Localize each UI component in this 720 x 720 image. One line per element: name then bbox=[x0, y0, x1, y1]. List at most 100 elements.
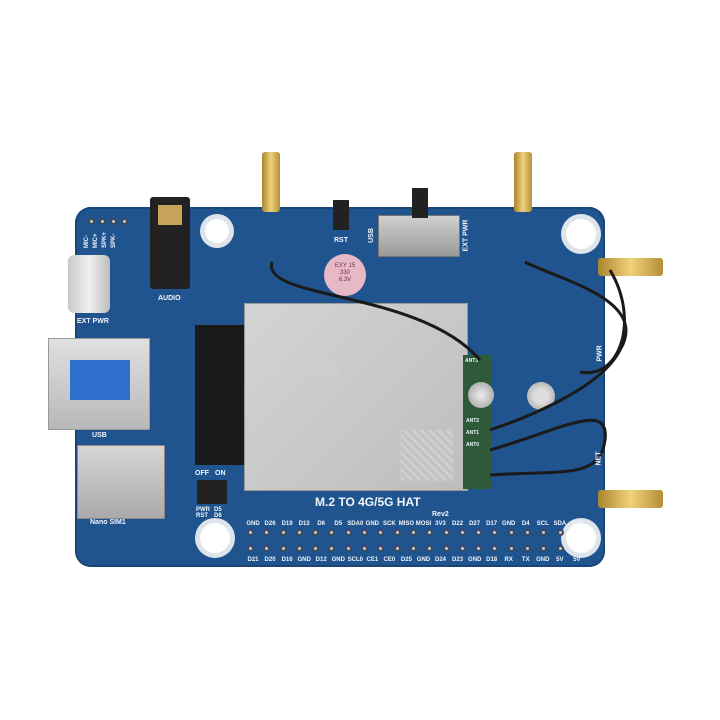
header-pin bbox=[328, 545, 336, 552]
header-pin bbox=[426, 545, 434, 552]
switch-off-label: OFF bbox=[195, 470, 209, 477]
usb-c-port bbox=[68, 255, 110, 313]
pin-label: D19 bbox=[281, 521, 293, 527]
header-pin bbox=[540, 545, 548, 552]
header-pin bbox=[524, 529, 532, 536]
pin-label: GND bbox=[365, 521, 379, 527]
header-pin bbox=[426, 529, 434, 536]
header-pin bbox=[458, 529, 466, 536]
rst-label: RST bbox=[334, 237, 348, 244]
label-d6: D6 bbox=[214, 513, 222, 519]
header-row bbox=[247, 545, 587, 552]
reset-button[interactable] bbox=[333, 200, 349, 230]
header-pin bbox=[393, 545, 401, 552]
capacitor-line1: EXY 15 bbox=[334, 263, 356, 269]
qr-code bbox=[400, 429, 454, 481]
antenna-strip bbox=[463, 355, 491, 489]
capacitor: EXY 15 330 6.3V bbox=[324, 254, 366, 296]
pin-label: SDA0 bbox=[347, 521, 364, 527]
audio-label: AUDIO bbox=[158, 295, 181, 302]
net-led-label: NET bbox=[595, 451, 603, 466]
dip-switch[interactable] bbox=[197, 480, 227, 504]
board-revision: Rev2 bbox=[432, 511, 449, 518]
pin-label: SCL0 bbox=[347, 557, 363, 563]
capacitor-line3: 6.3V bbox=[338, 277, 352, 283]
ant2-label: ANT2 bbox=[466, 418, 480, 424]
sma-connector-top-left bbox=[262, 152, 280, 212]
board-title: M.2 TO 4G/5G HAT bbox=[315, 495, 421, 509]
header-pin bbox=[556, 529, 564, 536]
header-pin bbox=[377, 545, 385, 552]
header-pin bbox=[263, 545, 271, 552]
mounting-hole bbox=[205, 219, 229, 243]
pin-label: CE1 bbox=[366, 557, 379, 563]
pin-label: 5V bbox=[556, 557, 564, 563]
pin-label: D26 bbox=[264, 521, 276, 527]
pin-label: D20 bbox=[264, 557, 276, 563]
header-pin bbox=[491, 545, 499, 552]
pin-label: GND bbox=[467, 557, 482, 563]
header-pin bbox=[442, 529, 450, 536]
pin-label: SCK bbox=[383, 521, 396, 527]
pin-label: 5V bbox=[573, 557, 581, 563]
nano-sim-label: Nano SIM1 bbox=[90, 519, 126, 526]
pin-label: GND bbox=[331, 557, 345, 563]
pin-label: D24 bbox=[435, 557, 447, 563]
pad bbox=[88, 218, 95, 225]
header-pin bbox=[279, 545, 287, 552]
usb-slide-switch[interactable] bbox=[378, 215, 460, 257]
header-pin bbox=[344, 529, 352, 536]
slide-switch-knob[interactable] bbox=[412, 188, 428, 218]
sma-connector-right-top bbox=[598, 258, 663, 276]
pin-label: SCL bbox=[536, 521, 549, 527]
label-pwr: PWR bbox=[196, 507, 210, 513]
switch-on-label: ON bbox=[215, 470, 226, 477]
pad bbox=[99, 218, 106, 225]
pin-label: D25 bbox=[400, 557, 412, 563]
pin-label: 3V3 bbox=[435, 521, 446, 527]
sma-connector-top-right bbox=[514, 152, 532, 212]
pad bbox=[110, 218, 117, 225]
pin-label: D18 bbox=[486, 557, 498, 563]
pin-label: MOSI bbox=[415, 521, 432, 527]
pin-label: 3V3 bbox=[571, 521, 583, 527]
header-pin bbox=[328, 529, 336, 536]
mounting-hole bbox=[200, 523, 230, 553]
header-pin bbox=[475, 529, 483, 536]
usb-label-left: USB bbox=[92, 432, 107, 439]
cable-right bbox=[579, 269, 626, 375]
pin-label: D12 bbox=[315, 557, 327, 563]
pin-label: GND bbox=[416, 557, 431, 563]
header-pin bbox=[295, 529, 303, 536]
header-pin bbox=[442, 545, 450, 552]
cable-ant1 bbox=[489, 418, 607, 477]
header-pin bbox=[393, 529, 401, 536]
pwr-led-label: PWR bbox=[596, 345, 604, 362]
mounting-hole bbox=[566, 219, 596, 249]
header-pin bbox=[312, 545, 320, 552]
header-pin bbox=[263, 529, 271, 536]
pin-label: D23 bbox=[452, 557, 464, 563]
pin-label: D16 bbox=[281, 557, 293, 563]
pin-label: D21 bbox=[247, 557, 259, 563]
header-pin bbox=[491, 529, 499, 536]
header-pin bbox=[475, 545, 483, 552]
pin-label: TX bbox=[521, 557, 530, 563]
gpio-header bbox=[247, 529, 587, 553]
audio-pins bbox=[88, 218, 128, 225]
header-pin bbox=[458, 545, 466, 552]
cable-ant3 bbox=[270, 261, 482, 361]
header-pin bbox=[540, 529, 548, 536]
header-row bbox=[247, 529, 587, 536]
header-pin bbox=[377, 529, 385, 536]
header-pin bbox=[247, 529, 254, 536]
pin-label: D6 bbox=[317, 521, 326, 527]
usb-a-tongue bbox=[70, 360, 130, 400]
pin-label: GND bbox=[502, 521, 516, 527]
header-pin bbox=[344, 545, 352, 552]
ant1-label: ANT1 bbox=[466, 430, 480, 436]
